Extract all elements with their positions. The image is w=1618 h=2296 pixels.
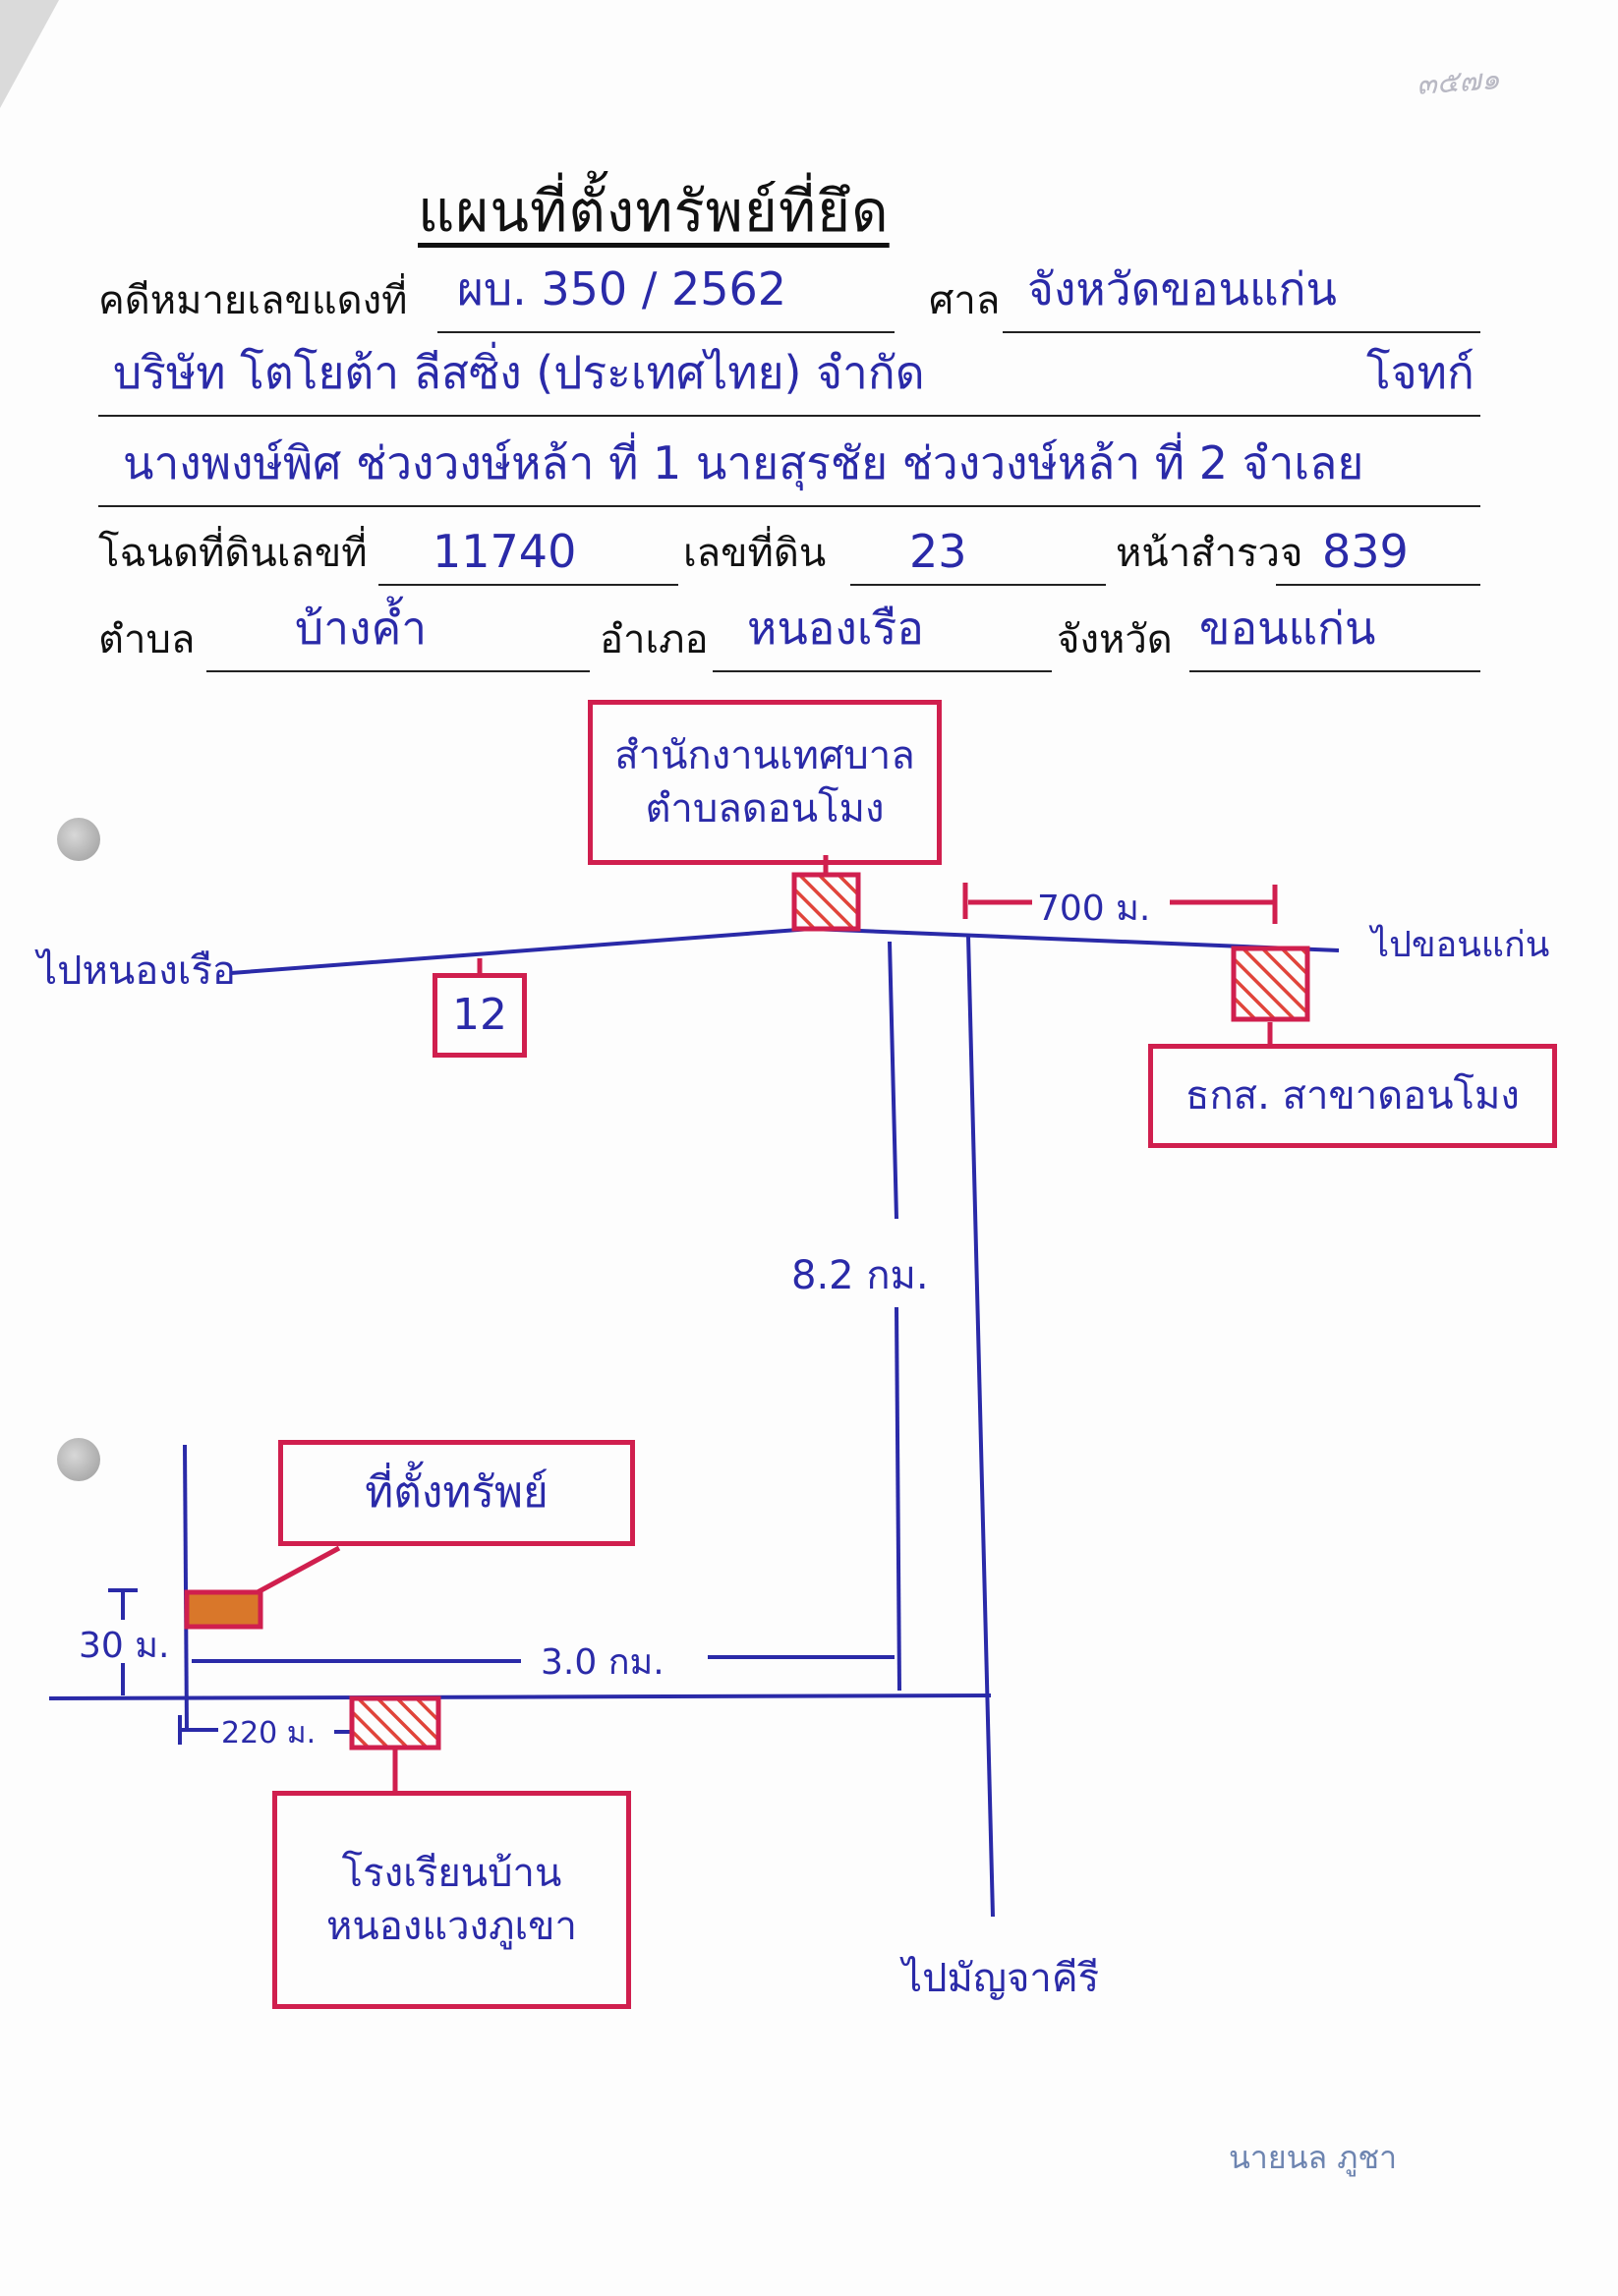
folded-corner [0, 0, 59, 108]
plaintiff-value: บริษัท โตโยต้า ลีสซิ่ง (ประเทศไทย) จำกัด [113, 346, 925, 399]
plaintiff-role: โจทก์ [1366, 346, 1474, 399]
district-label: อำเภอ [600, 617, 709, 662]
defendants-value: นางพงษ์พิศ ช่วงวงษ์หล้า ที่ 1 นายสุรชัย … [123, 436, 1364, 489]
defendants-row: นางพงษ์พิศ ช่วงวงษ์หล้า ที่ 1 นายสุรชัย … [98, 436, 1480, 513]
province-label: จังหวัด [1057, 617, 1173, 662]
district-value: หนองเรือ [747, 602, 924, 655]
distance-220-label: 220 ม. [221, 1716, 317, 1751]
province-value: ขอนแก่น [1199, 602, 1376, 655]
survey-value: 839 [1322, 525, 1409, 578]
case-value: ผบ. 350 / 2562 [457, 262, 787, 316]
page-title: แผนที่ตั้งทรัพย์ที่ยึด [418, 178, 890, 245]
deed-value: 11740 [433, 525, 577, 578]
punch-hole [57, 818, 100, 861]
property-box: ที่ตั้งทรัพย์ [278, 1440, 635, 1546]
main-road [230, 926, 1340, 975]
court-label: ศาล [929, 278, 1001, 323]
school-box: โรงเรียนบ้านหนองแวงภูเขา [272, 1791, 631, 2009]
office-box: สำนักงานเทศบาลตำบลดอนโมง [588, 700, 942, 865]
manchakhiri-road [966, 935, 995, 1918]
distance-3-0-label: 3.0 กม. [541, 1642, 665, 1683]
subdistrict-label: ตำบล [98, 617, 196, 662]
lower-road [48, 1693, 992, 1700]
to-manchakhiri-label: ไปมัญจาคีรี [902, 1956, 1100, 2001]
land-no-value: 23 [909, 525, 967, 578]
road-number-box: 12 [433, 973, 527, 1058]
subdistrict-value: บ้างค้ำ [295, 602, 428, 655]
case-label: คดีหมายเลขแดงที่ [98, 278, 408, 323]
land-no-label: เลขที่ดิน [683, 531, 827, 576]
to-khonkaen-label: ไปขอนแก่น [1371, 925, 1550, 965]
side-lane [183, 1444, 189, 1733]
deed-row: โฉนดที่ดินเลขที่ 11740 เลขที่ดิน 23 หน้า… [98, 523, 1480, 592]
location-row: ตำบล บ้างค้ำ อำเภอ หนองเรือ จังหวัด ขอนแ… [98, 602, 1480, 678]
survey-label: หน้าสำรวจ [1116, 531, 1303, 576]
deed-label: โฉนดที่ดินเลขที่ [98, 531, 368, 576]
distance-8-2-label: 8.2 กม. [791, 1253, 929, 1298]
case-row: คดีหมายเลขแดงที่ ผบ. 350 / 2562 ศาล จังห… [98, 262, 1480, 339]
punch-hole [57, 1438, 100, 1481]
court-value: จังหวัดขอนแก่น [1027, 262, 1337, 316]
signature: นายนล ภูชา [1229, 2139, 1398, 2176]
plaintiff-row: บริษัท โตโยต้า ลีสซิ่ง (ประเทศไทย) จำกัด… [98, 346, 1480, 423]
bank-box: ธกส. สาขาดอนโมง [1148, 1044, 1557, 1148]
to-nongruea-label: ไปหนองเรือ [37, 948, 236, 994]
distance-30-label: 30 ม. [79, 1626, 170, 1666]
distance-700-label: 700 ม. [1037, 889, 1151, 929]
